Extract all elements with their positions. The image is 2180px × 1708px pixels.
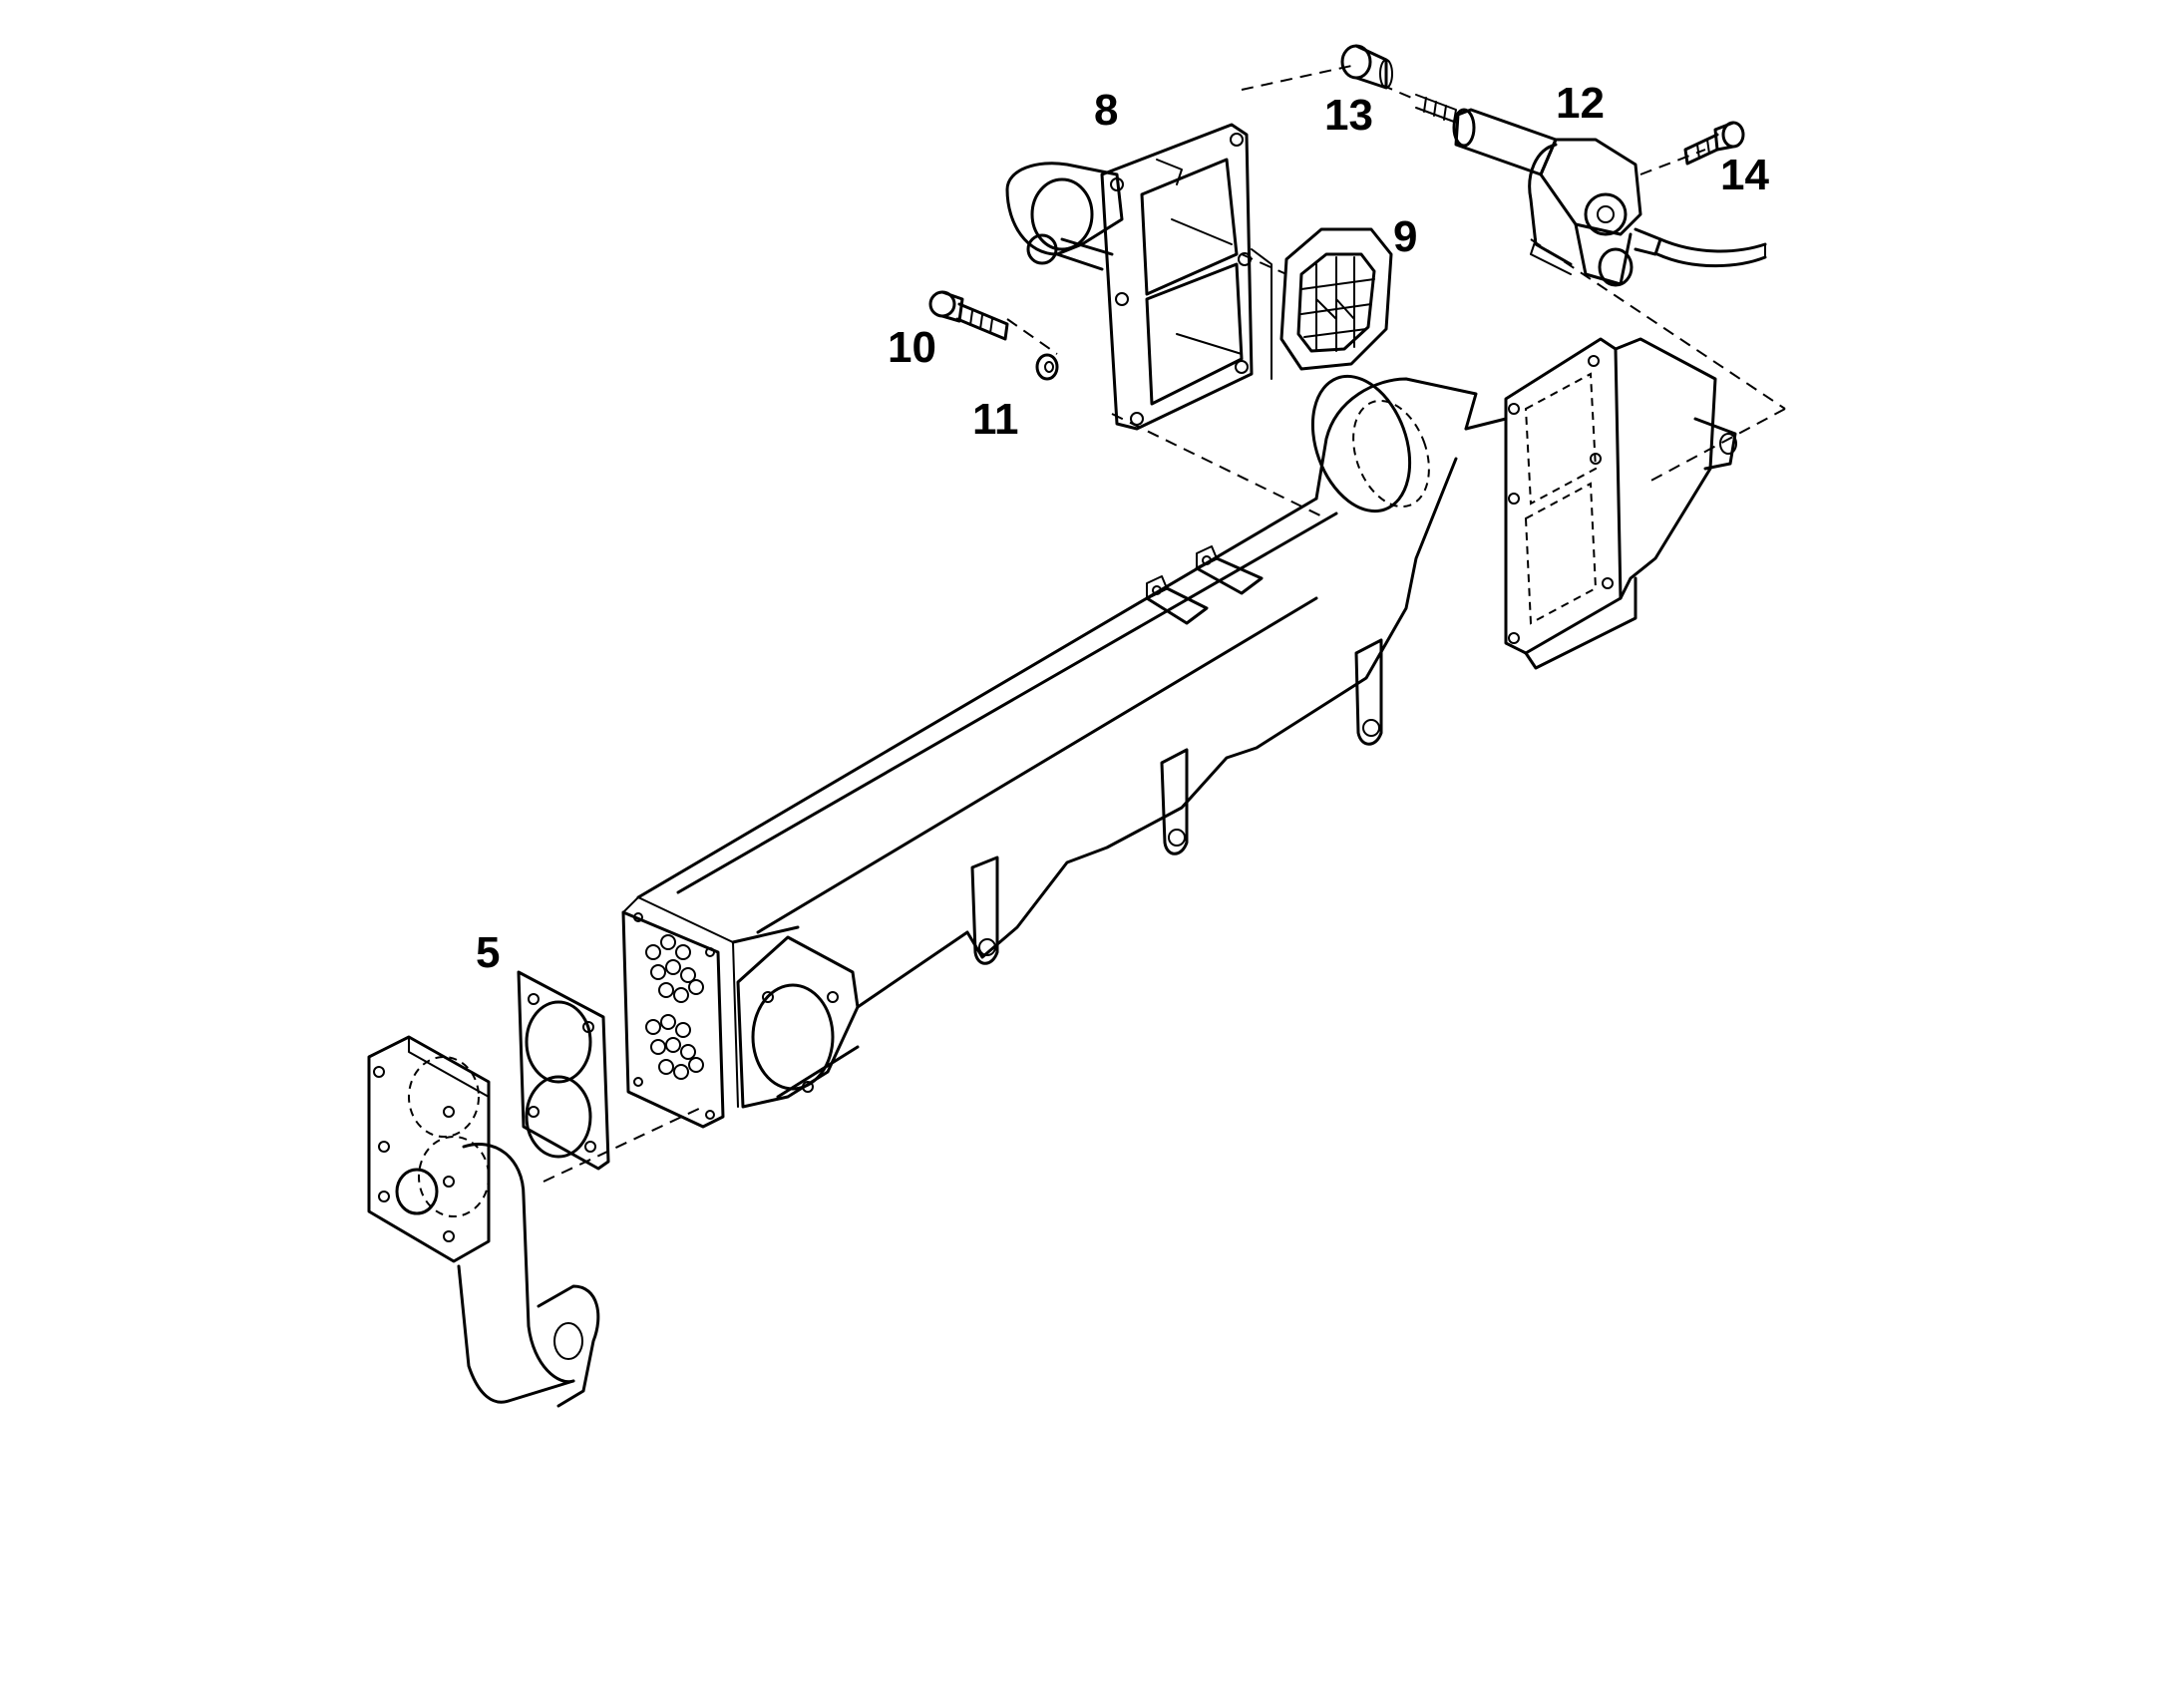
flange-hole-pattern-bottom xyxy=(645,1014,704,1080)
part-5-gasket xyxy=(517,970,610,1171)
part-11-washer xyxy=(1035,353,1059,381)
callout-labels: 5 8 9 10 11 12 13 14 xyxy=(476,79,1769,977)
inlet-elbow-pipe xyxy=(367,1035,600,1408)
callout-12: 12 xyxy=(1556,79,1605,128)
callout-9: 9 xyxy=(1393,212,1417,261)
callout-5: 5 xyxy=(476,928,500,977)
callout-14: 14 xyxy=(1720,151,1769,199)
callout-8: 8 xyxy=(1094,86,1118,135)
main-manifold xyxy=(621,337,1737,1129)
callout-11: 11 xyxy=(972,395,1019,444)
part-13-banjo-fitting xyxy=(1340,44,1393,90)
flange-hole-pattern-top xyxy=(645,934,704,1003)
part-9-mesh-screen xyxy=(1279,227,1393,371)
mounting-lug-1 xyxy=(970,855,999,965)
mounting-lug-3 xyxy=(1354,638,1383,746)
part-8-cover-plate xyxy=(1005,123,1272,431)
top-tab-1 xyxy=(1145,575,1209,625)
part-12-actuator xyxy=(1415,94,1767,287)
part-14-screw xyxy=(1683,121,1745,166)
top-tab-2 xyxy=(1195,545,1264,595)
callout-13: 13 xyxy=(1324,91,1373,140)
callout-10: 10 xyxy=(888,323,936,372)
mounting-lug-2 xyxy=(1160,748,1189,855)
part-10-bolt xyxy=(928,290,1009,341)
